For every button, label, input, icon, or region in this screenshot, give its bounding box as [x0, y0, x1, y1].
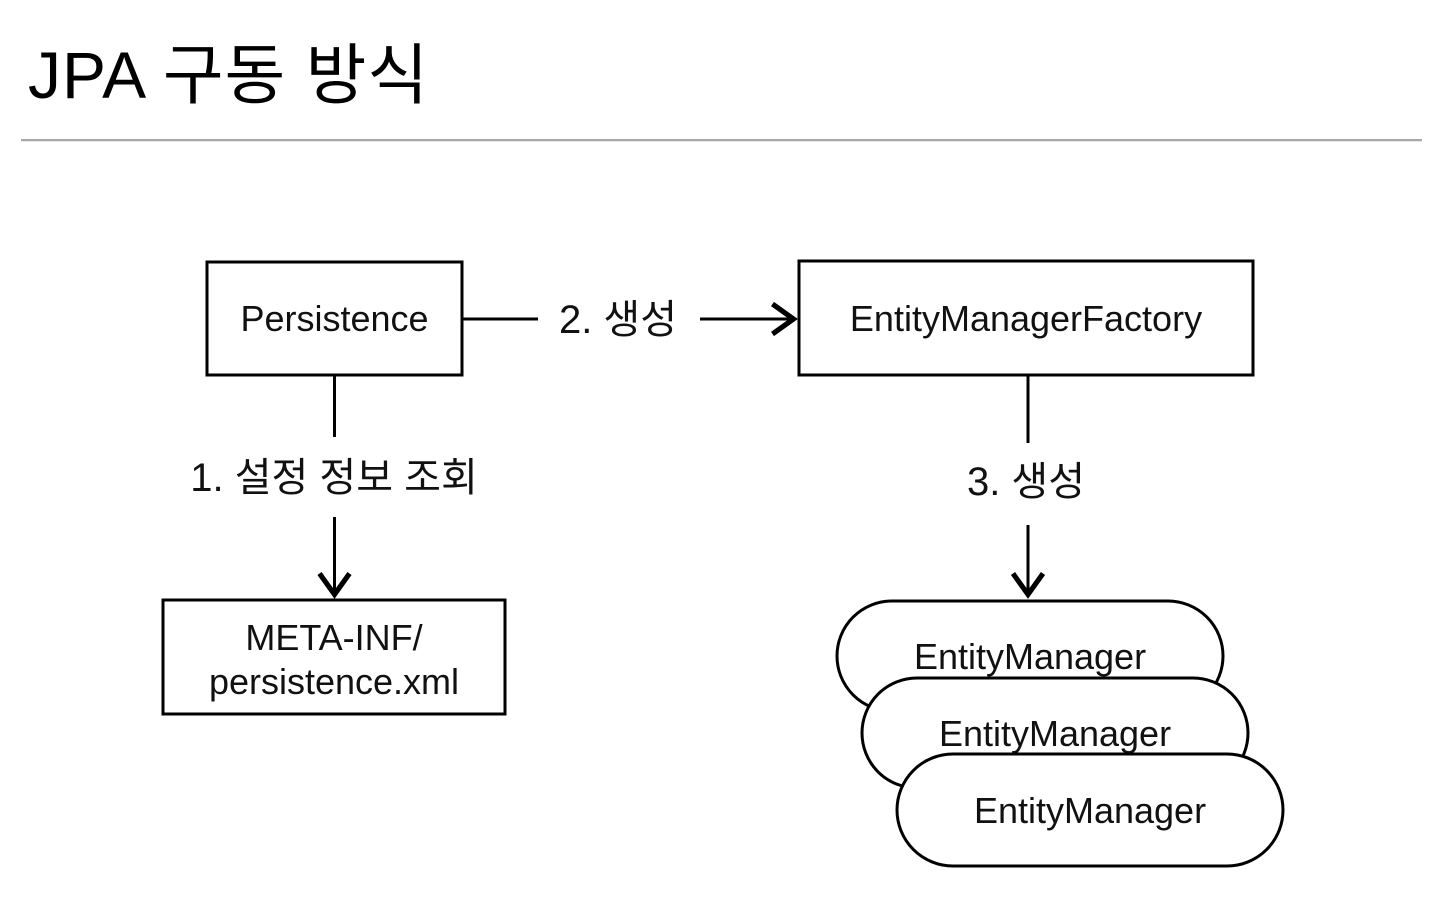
edge-step1: 1. 설정 정보 조회: [190, 375, 478, 599]
node-entity-manager-factory: EntityManagerFactory: [797, 259, 1255, 377]
node-meta-inf-label-line2: persistence.xml: [209, 661, 459, 702]
node-meta-inf-box: [161, 598, 507, 716]
node-entity-manager-factory-box: [797, 259, 1255, 377]
edge-step2: 2. 생성: [462, 298, 798, 342]
node-entity-manager-3-box: [895, 752, 1285, 868]
node-persistence-box: [205, 260, 464, 377]
edge-step3: 3. 생성: [967, 375, 1085, 599]
node-meta-inf-label-line1: META-INF/: [245, 617, 422, 658]
node-persistence-label: Persistence: [240, 298, 428, 339]
title-divider: [21, 139, 1422, 142]
node-entity-manager-1-label: EntityManager: [914, 636, 1146, 677]
node-entity-manager-3: EntityManager: [895, 752, 1285, 868]
node-entity-manager-factory-label: EntityManagerFactory: [850, 298, 1202, 339]
node-persistence: Persistence: [205, 260, 464, 377]
edge-step1-label: 1. 설정 정보 조회: [190, 456, 478, 500]
page-title: JPA 구동 방식: [28, 38, 430, 112]
node-entity-manager-3-label: EntityManager: [974, 790, 1206, 831]
edge-step2-label: 2. 생성: [559, 298, 677, 342]
edge-step3-label: 3. 생성: [967, 460, 1085, 504]
node-meta-inf: META-INF/ persistence.xml: [161, 598, 507, 716]
node-entity-manager-2-label: EntityManager: [939, 713, 1171, 754]
